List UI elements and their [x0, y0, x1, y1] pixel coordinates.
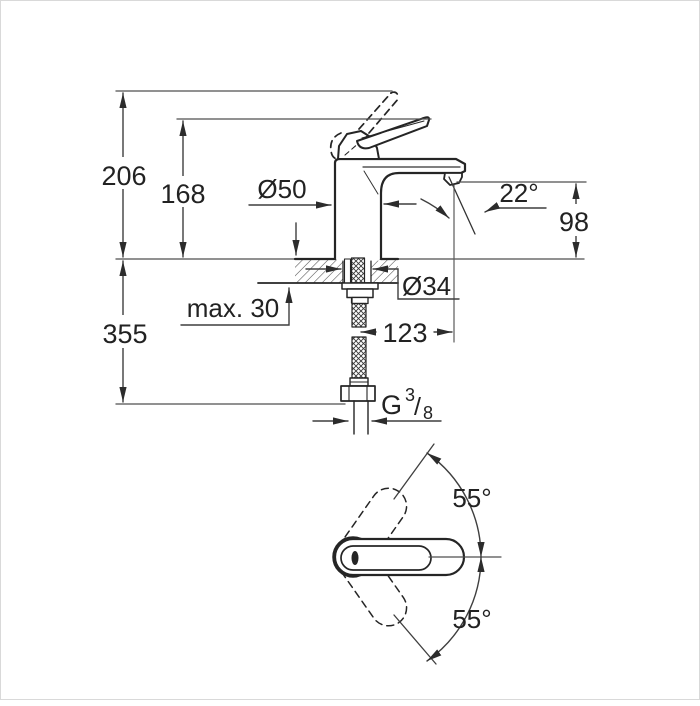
label-thread-size: G 3 / 8: [381, 385, 433, 423]
dim-lever-height: 168: [157, 120, 210, 258]
top-view: 55° 55°: [332, 443, 502, 665]
lever-solid: [356, 116, 431, 150]
dim-hose-drop: 355: [98, 260, 152, 403]
label-max-deck: max. 30: [187, 293, 280, 323]
handle-dot: [351, 551, 359, 565]
washer: [341, 282, 379, 290]
dimension-annotations: 206 168 355 98 Ø50 22°: [97, 90, 599, 425]
stream-line: [448, 176, 476, 235]
label-swivel-upper: 55°: [452, 483, 491, 513]
hose-hex-nut: [340, 385, 376, 402]
dim-total-height: 206: [97, 92, 151, 258]
side-view: [115, 91, 585, 435]
dim-thread-size: G 3 / 8: [312, 385, 442, 425]
label-hose-drop: 355: [102, 319, 147, 349]
label-body-diameter: Ø50: [257, 174, 306, 204]
faucet-handle: [329, 91, 431, 160]
dim-hole-diameter: Ø34: [305, 265, 460, 301]
lever-raised-dashed: [329, 91, 400, 160]
label-spout-height: 98: [559, 207, 589, 237]
label-swivel-lower: 55°: [452, 604, 491, 634]
aerator: [443, 172, 463, 186]
dim-spout-height: 98: [551, 183, 599, 258]
dim-swivel-lower: 55°: [393, 556, 492, 665]
dim-swivel-upper: 55°: [393, 443, 492, 558]
dim-body-diameter: Ø50: [248, 174, 332, 209]
supply-hose-assembly: [340, 257, 379, 435]
mounting-nut: [346, 288, 374, 299]
dim-spout-reach: 123: [360, 318, 453, 348]
counter-section: [257, 257, 400, 284]
label-lever-height: 168: [160, 179, 205, 209]
label-spout-reach: 123: [382, 318, 427, 348]
label-total-height: 206: [101, 161, 146, 191]
dim-max-deck-thickness: max. 30: [180, 222, 300, 326]
label-hole-diameter: Ø34: [402, 271, 451, 301]
faucet-body: [333, 157, 467, 261]
dim-stream-angle: 22°: [383, 178, 547, 219]
label-stream-angle: 22°: [499, 178, 538, 208]
